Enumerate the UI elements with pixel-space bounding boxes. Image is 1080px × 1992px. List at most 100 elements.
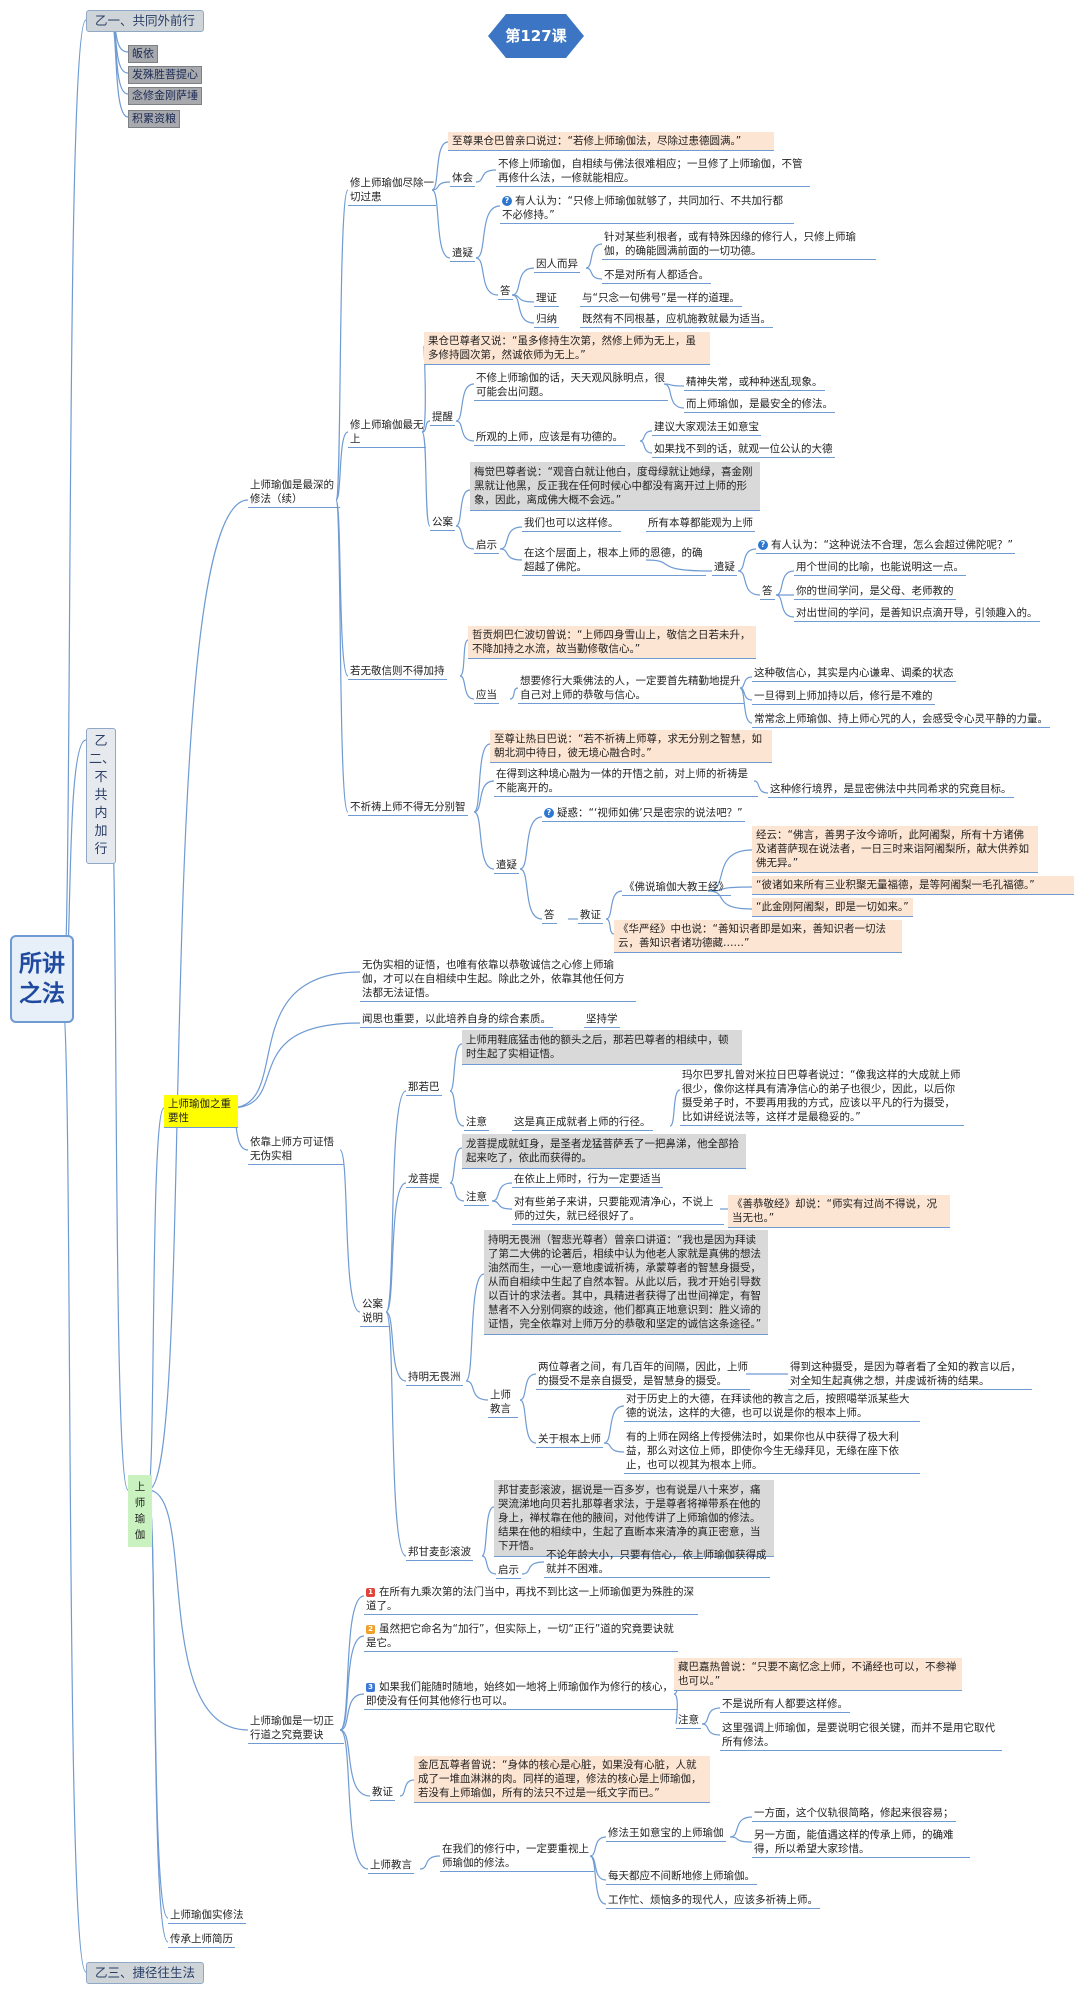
s1b-a3: 对出世间的学问，是善知识点滴开导，引领趣入的。 (794, 606, 1040, 622)
s1a-lizheng: 理证 (534, 291, 559, 307)
s3-jy2: 每天都应不间断地修上师瑜伽。 (606, 1869, 757, 1885)
s1b-da: 答 (760, 584, 775, 600)
connector-line (701, 1707, 721, 1725)
connector-line (585, 267, 603, 280)
s1c-text: 想要修行大乘佛法的人，一定要首先精勤地提升自己对上师的恭敬与信心。 (518, 674, 744, 704)
s1d-sutra1: 经云：“佛言，善男子汝今谛听，此阿阇梨，所有十方诸佛及诸菩萨现在说法者，一日三时… (752, 826, 1038, 873)
s1b-tixing2: 所观的上师，应该是有功德的。 (474, 430, 625, 446)
s2-naropa: 那若巴 (406, 1080, 442, 1096)
s1c-title: 若无敬信则不得加持 (348, 664, 447, 680)
connector-line (519, 816, 543, 870)
s2-chiming: 持明无畏洲 (406, 1370, 463, 1386)
s1a-tihui-text: 不修上师瑜伽，自相续与佛法很难相应；一旦修了上师瑜伽，不管再修什么法，一修就能相… (496, 157, 810, 187)
s2-yikao: 依靠上师方可证悟无伪实相 (248, 1135, 344, 1165)
connector-line (473, 780, 495, 813)
connector-line (519, 1373, 537, 1401)
connector-line (335, 499, 349, 677)
s1b-tixing2a: 建议大家观法王如意宝 (652, 420, 761, 436)
s1d-qianyi: 遣疑 (494, 858, 519, 874)
s2-naropa-note: 这是真正成就者上师的行径。 (512, 1115, 653, 1131)
s1b-story: 梅觉巴尊者说：“观音白就让他白，度母绿就让她绿，喜金刚黑就让他黑，反正我在任何时… (470, 462, 760, 511)
s3-jinduo: 金厄瓦尊者曾说：“身体的核心是心脏，如果没有心脏，人就成了一堆血淋淋的肉。同样的… (414, 1756, 710, 1803)
connector-line (455, 489, 471, 527)
s1c-r1: 这种敬信心，其实是内心谦卑、调柔的状态 (752, 666, 956, 682)
s1c-quote: 哲贡炯巴仁波切曾说：“上师四身雪山上，敬信之日若未升，不降加持之水流，故当勤修敬… (468, 626, 756, 659)
s2-shangshi-jiaoyan: 上师教言 (488, 1388, 518, 1418)
s3-zhuyi: 注意 (676, 1713, 701, 1729)
connector-line (455, 420, 475, 442)
s1b-gongan: 公案 (430, 515, 455, 531)
s2-shanjie: 《善恭敬经》却说：“师实有过尚不得说，况当无也。” (728, 1195, 950, 1228)
question-icon: ? (544, 808, 554, 818)
s1d-da: 答 (542, 908, 557, 924)
s1c-yingdang: 应当 (474, 688, 499, 704)
s1a-yinren2: 不是对所有人都适合。 (602, 268, 711, 284)
s1d-goal: 这种修行境界，是显密佛法中共同希求的究竟目标。 (768, 782, 1014, 798)
s1b-a2: 你的世间学问，是父母、老师教的 (794, 584, 956, 600)
s2-naropa-zhuyi: 注意 (464, 1115, 489, 1131)
s2-jy1a: 得到这种摄受，是因为尊者看了全知的教言以后，对全知生起真佛之想，并虔诚祈祷的结果… (788, 1360, 1032, 1390)
connector-line (519, 868, 543, 920)
s3-z2: 这里强调上师瑜伽，是要说明它很关键，而并不是用它取代所有修法。 (720, 1721, 1002, 1751)
s2-node: 上师瑜伽之重要性 (164, 1095, 238, 1128)
s1c-r2: 一旦得到上师加持以后，修行是不难的 (752, 689, 935, 705)
connector-line (605, 890, 623, 920)
guru-yoga-node: 上师瑜伽 (128, 1475, 152, 1547)
s1d-doubt: ?疑惑：“‘视师如佛’只是密宗的说法吧？” (542, 806, 745, 822)
connector-line (603, 1405, 625, 1444)
s3-jy: 在我们的修行中，一定要重视上师瑜伽的修法。 (440, 1842, 594, 1872)
s3-fw: 修法王如意宝的上师瑜伽 (606, 1826, 726, 1842)
s1a-tihui: 体会 (450, 171, 475, 187)
connector-line (459, 639, 469, 677)
s1a-doubt: ?有人认为：“只修上师瑜伽就够了，共同加行、不共加行都不必修持。” (500, 194, 794, 224)
connector-line (385, 1311, 407, 1557)
s2-jy1: 两位尊者之间，有几百年的间隔，因此，上师的摄受不是亲自摄受，是智慧身的摄受。 (536, 1360, 750, 1390)
s4-node: 上师瑜伽实修法 (168, 1908, 246, 1924)
connector-line (339, 1595, 365, 1731)
connector-line (605, 918, 615, 935)
s1b-a1: 用个世间的比喻，也能说明这一点。 (794, 560, 966, 576)
connector-line (491, 1182, 513, 1202)
connector-line (455, 383, 475, 422)
connector-line (521, 1561, 545, 1575)
question-icon: ? (502, 196, 512, 206)
yi1-item: 皈依 (128, 45, 158, 63)
s1d-jiaozheng: 教证 (578, 908, 603, 924)
connector-line (449, 1090, 465, 1127)
connector-line (339, 1729, 369, 1870)
connector-line (335, 189, 349, 501)
s3-jiaozheng: 教证 (370, 1785, 395, 1801)
connector-line (639, 440, 653, 454)
s2-longshu-zhuyi: 注意 (464, 1190, 489, 1206)
s1a-guina-text: 既然有不同根基，应机施教就最为适当。 (580, 312, 773, 328)
connector-line (669, 1089, 681, 1127)
s2-longshu: 龙菩提 (406, 1172, 442, 1188)
s2-intro: 无伪实相的证悟，也唯有依靠以恭敬诚信之心修上师瑜伽，才可以在自相续中生起。除此之… (360, 958, 636, 1002)
s1c-r3: 常常念上师瑜伽、持上师心咒的人，会感受令心灵平静的力量。 (752, 712, 1050, 728)
s1a-qianyi: 遣疑 (450, 246, 475, 262)
connector-line (473, 743, 491, 813)
connector-line (335, 499, 349, 813)
connector-line (385, 1090, 407, 1313)
s1a-title: 修上师瑜伽尽除一切过患 (348, 176, 436, 206)
s1a-yinren1: 针对某些利根者，或有特殊因缘的修行人，只修上师瑜伽，的确能圆满前面的一切功德。 (602, 230, 876, 260)
number-3-icon: 3 (366, 1682, 375, 1692)
s1d-huayan: 《华严经》中也说：“善知识者即是如来，善知识者一切法云，善知识者诸功德藏……” (614, 920, 902, 953)
root-node: 所讲之法 (10, 935, 74, 1023)
s2-chiming-story: 持明无畏洲（智悲光尊者）曾亲口讲道：“我也是因为拜读了第二大佛的论著后，相续中认… (484, 1230, 768, 1335)
s3-fw1: 一方面，这个仪轨很简略，修起来很容易； (752, 1806, 956, 1822)
connector-line (147, 1489, 169, 1919)
connector-line (701, 1723, 721, 1736)
s2-gongan: 公案说明 (360, 1297, 390, 1327)
s1b-qishi1: 我们也可以这样修。 (522, 516, 621, 532)
connector-line (511, 294, 535, 303)
s1b-tixing1: 不修上师瑜伽的话，天天观风脉明点，很可能会出问题。 (474, 371, 668, 401)
connector-line (511, 294, 535, 324)
s1a-lizheng-text: 与“只念一句佛号”是一样的道理。 (580, 291, 742, 307)
s1a-guina: 归纳 (534, 312, 559, 328)
connector-line (475, 205, 501, 259)
s1b-qishi1a: 所有本尊都能观为上师 (646, 516, 755, 532)
s3-z1: 不是说所有人都要这样修。 (720, 1697, 850, 1713)
